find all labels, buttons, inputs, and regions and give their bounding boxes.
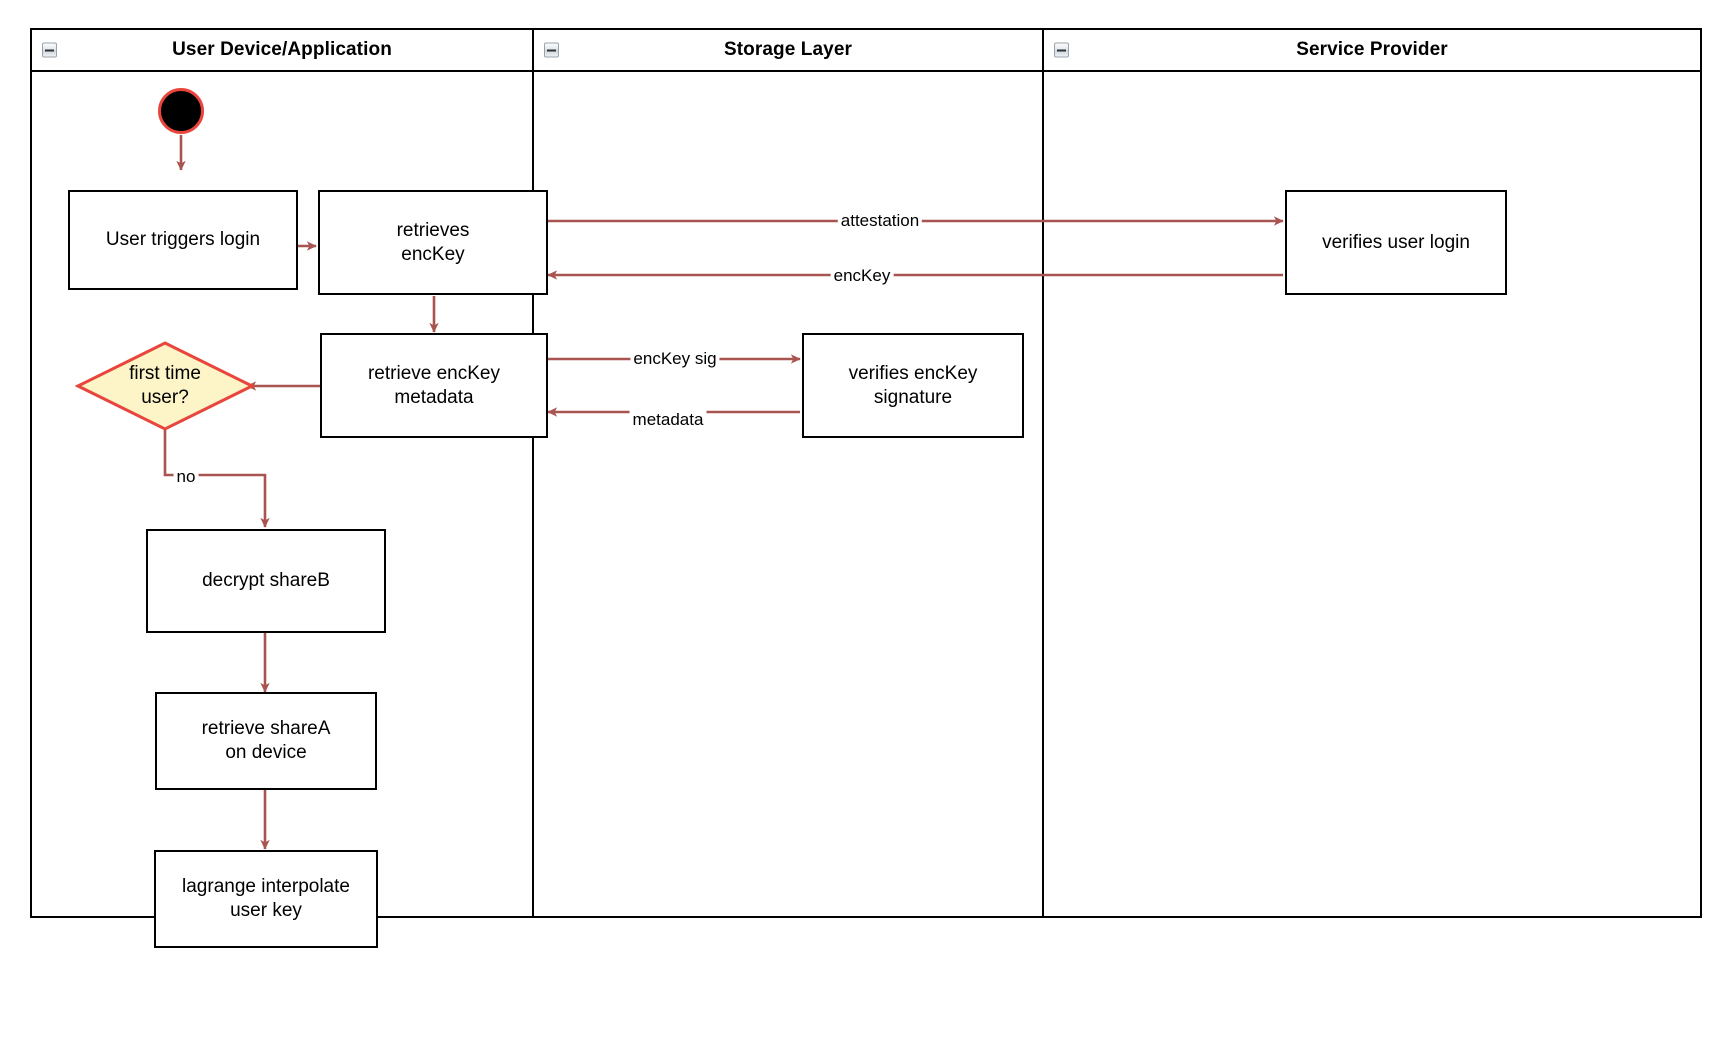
minus-collapse-icon[interactable] — [1054, 42, 1069, 58]
node-decrypt-shareb[interactable]: decrypt shareB — [146, 529, 386, 633]
edge-label-metadata: metadata — [629, 410, 707, 430]
node-first-time-user-label: first time user? — [129, 363, 201, 408]
node-retrieves-enckey[interactable]: retrieves encKey — [318, 190, 548, 295]
lane-storage-layer[interactable]: Storage Layer — [532, 30, 1042, 916]
node-user-triggers-login[interactable]: User triggers login — [68, 190, 298, 290]
start-node[interactable] — [158, 88, 204, 134]
lane-title-storage-layer: Storage Layer — [723, 39, 853, 60]
edge-label-enckey: encKey — [830, 266, 894, 286]
node-lagrange-interpolate-user-key[interactable]: lagrange interpolate user key — [154, 850, 378, 948]
diamond-shape — [75, 341, 255, 431]
node-verifies-user-login[interactable]: verifies user login — [1285, 190, 1507, 295]
lane-header-user-device: User Device/Application — [32, 30, 532, 72]
lane-service-provider[interactable]: Service Provider — [1042, 30, 1700, 916]
node-first-time-user[interactable]: first time user? — [75, 340, 255, 432]
node-retrieve-enckey-metadata[interactable]: retrieve encKey metadata — [320, 333, 548, 438]
lane-header-storage-layer: Storage Layer — [534, 30, 1042, 72]
lane-header-service-provider: Service Provider — [1044, 30, 1700, 72]
minus-collapse-icon[interactable] — [544, 42, 559, 58]
node-retrieve-sharea-on-device[interactable]: retrieve shareA on device — [155, 692, 377, 790]
edge-label-attestation: attestation — [837, 211, 923, 231]
minus-collapse-icon[interactable] — [42, 42, 57, 58]
edge-label-no: no — [173, 467, 199, 487]
node-verifies-enckey-signature[interactable]: verifies encKey signature — [802, 333, 1024, 438]
lane-title-service-provider: Service Provider — [1296, 39, 1448, 60]
lane-user-device[interactable]: User Device/Application — [32, 30, 532, 916]
lane-title-user-device: User Device/Application — [172, 39, 392, 60]
edge-label-enckey-sig: encKey sig — [630, 349, 720, 369]
